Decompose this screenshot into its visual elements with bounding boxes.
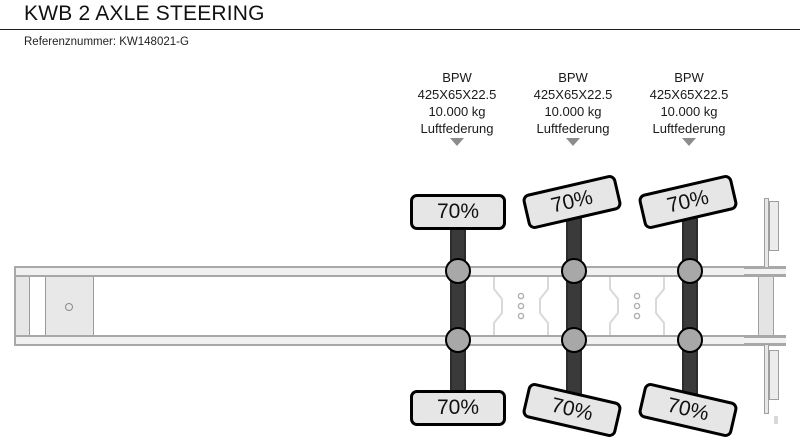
axle-1-hub-bottom xyxy=(445,327,471,353)
front-crossmember-a xyxy=(16,277,30,335)
axle-3-lower-shaft xyxy=(682,338,698,404)
axle-1-hub-top xyxy=(445,258,471,284)
kingpin-icon xyxy=(65,303,73,311)
axle-2-capacity: 10.000 kg xyxy=(544,104,602,119)
tire-wear-plate-upper-1: 70% xyxy=(410,194,506,230)
rear-bumper-plate-bottom xyxy=(769,350,779,400)
axle-2-hub-top xyxy=(561,258,587,284)
image-edge-artifact xyxy=(774,416,778,424)
page-title: KWB 2 AXLE STEERING xyxy=(24,2,265,25)
chassis-rail-top xyxy=(14,266,786,277)
axle-spec-2: BPW 425X65X22.5 10.000 kg Luftfederung xyxy=(514,69,632,146)
tire-wear-plate-lower-1: 70% xyxy=(410,390,506,426)
front-crossmember-b xyxy=(30,277,46,335)
chassis-front-end-cap xyxy=(14,266,16,346)
axle-3-pointer-down-icon xyxy=(682,138,696,146)
axle-2-lower-shaft xyxy=(566,338,582,404)
axle-2-tire-size: 425X65X22.5 xyxy=(533,87,613,102)
reference-number: Referenznummer: KW148021-G xyxy=(24,36,189,48)
axle-3-tire-size: 425X65X22.5 xyxy=(649,87,729,102)
axle-2-pointer-down-icon xyxy=(566,138,580,146)
axle-1-lower-shaft xyxy=(450,338,466,404)
axle-1-brand: BPW xyxy=(442,70,472,85)
chassis-rail-bottom xyxy=(14,335,786,346)
axle-2-brand: BPW xyxy=(558,70,588,85)
axle-3-capacity: 10.000 kg xyxy=(660,104,718,119)
axle-3-brand: BPW xyxy=(674,70,704,85)
rear-post xyxy=(758,277,774,335)
axle-1-tire-size: 425X65X22.5 xyxy=(417,87,497,102)
axle-2-hub-bottom xyxy=(561,327,587,353)
rear-upright-bottom xyxy=(764,344,769,414)
axle-2-mid-shaft xyxy=(566,272,582,340)
axle-3-upper-shaft xyxy=(682,208,698,274)
chassis-gusset-panel xyxy=(608,277,666,335)
axle-3-mid-shaft xyxy=(682,272,698,340)
rear-crossmember-top xyxy=(744,267,786,276)
axle-spec-1: BPW 425X65X22.5 10.000 kg Luftfederung xyxy=(398,69,516,146)
axle-spec-3: BPW 425X65X22.5 10.000 kg Luftfederung xyxy=(630,69,748,146)
axle-3-hub-top xyxy=(677,258,703,284)
rear-bumper-plate-top xyxy=(769,201,779,251)
axle-1-pointer-down-icon xyxy=(450,138,464,146)
axle-1-capacity: 10.000 kg xyxy=(428,104,486,119)
axle-2-suspension: Luftfederung xyxy=(536,121,610,136)
axle-1-suspension: Luftfederung xyxy=(420,121,494,136)
axle-2-upper-shaft xyxy=(566,208,582,274)
header-divider xyxy=(0,29,800,30)
axle-1-mid-shaft xyxy=(450,272,466,340)
axle-3-hub-bottom xyxy=(677,327,703,353)
axle-3-suspension: Luftfederung xyxy=(652,121,726,136)
chassis-gusset-panel xyxy=(492,277,550,335)
